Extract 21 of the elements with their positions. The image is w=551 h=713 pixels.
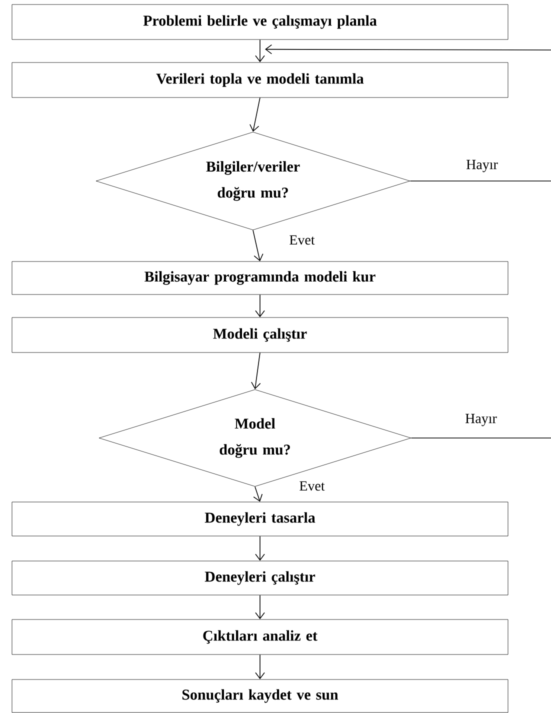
process-box: Verileri topla ve modeli tanımla [12,62,508,98]
arrow [252,230,264,262]
arrow [250,97,260,132]
arrow [265,44,551,54]
process-box: Modeli çalıştır [12,317,508,353]
arrow [253,486,263,502]
process-box: Çıktıları analiz et [12,619,508,655]
edge-label: Hayır [466,160,498,172]
process-box: Deneyleri çalıştır [12,560,508,596]
arrow [255,294,265,318]
process-box: Deneyleri tasarla [12,502,508,536]
arrow [251,352,261,390]
arrow [255,594,265,620]
edge-label: Evet [290,235,315,245]
edge-label: Hayır [465,414,497,426]
process-box: Problemi belirle ve çalışmayı planla [12,4,508,40]
process-box: Sonuçları kaydet ve sun [12,679,508,713]
arrow [255,654,265,680]
arrow [255,536,265,561]
process-box: Bilgisayar programında modeli kur [12,261,508,295]
arrow [255,39,265,62]
